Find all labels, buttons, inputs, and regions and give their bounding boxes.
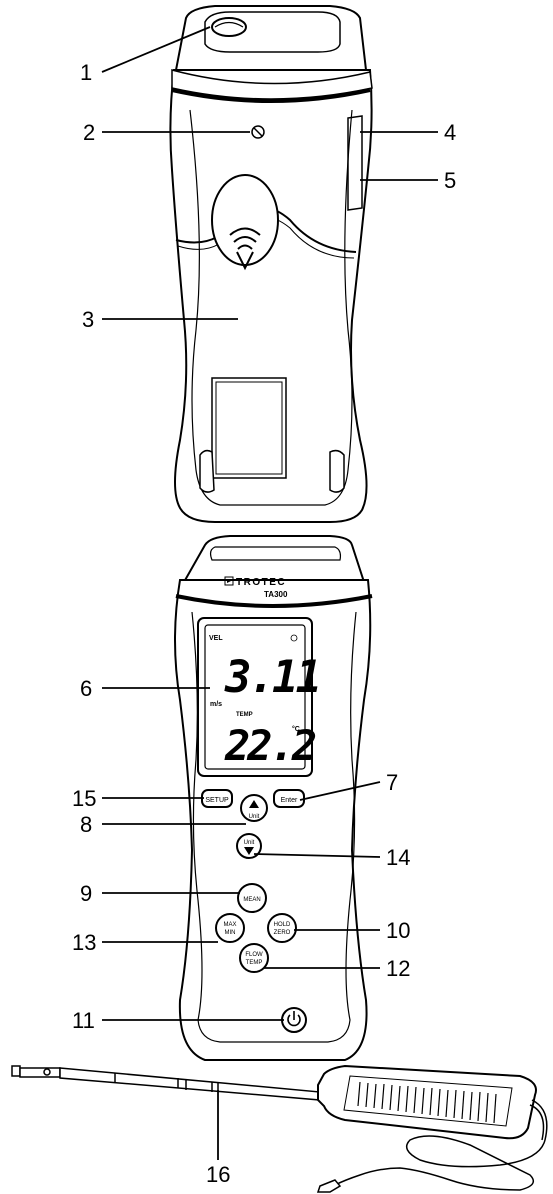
callout-5: 5 — [444, 168, 456, 193]
callout-3: 3 — [82, 307, 94, 332]
lcd-temperature-unit: °C — [292, 725, 300, 733]
callout-9: 9 — [80, 881, 92, 906]
unit-up-label: Unit — [249, 814, 260, 820]
callout-2: 2 — [83, 120, 95, 145]
brand-name: TROTEC — [236, 577, 286, 588]
hold-zero-label-1: HOLD — [274, 922, 291, 928]
callout-7: 7 — [386, 770, 398, 795]
setup-button[interactable]: SETUP — [201, 789, 233, 808]
callout-8: 8 — [80, 812, 92, 837]
enter-button[interactable]: Enter — [273, 789, 305, 808]
callout-1: 1 — [80, 60, 92, 85]
callout-16: 16 — [206, 1162, 230, 1187]
trotec-logo — [224, 576, 234, 586]
callout-10: 10 — [386, 918, 410, 943]
lcd-temperature-value: 22.2 — [224, 721, 316, 770]
hold-zero-button[interactable]: HOLD ZERO — [267, 913, 297, 943]
callout-14: 14 — [386, 845, 410, 870]
setup-button-label: SETUP — [205, 797, 229, 804]
power-button[interactable] — [281, 1007, 307, 1033]
callout-12: 12 — [386, 956, 410, 981]
flow-temp-button[interactable]: FLOW TEMP — [239, 943, 269, 973]
lcd-temp-label: TEMP — [236, 712, 253, 718]
unit-up-button[interactable]: Unit — [240, 794, 268, 822]
leader-lines-front — [102, 687, 381, 1021]
callout-15: 15 — [72, 786, 96, 811]
callout-4: 4 — [444, 120, 456, 145]
enter-button-label: Enter — [281, 797, 298, 804]
leader-lines-top — [101, 26, 438, 320]
flow-temp-label-1: FLOW — [245, 952, 263, 958]
unit-down-button[interactable]: Unit — [236, 833, 262, 859]
model-name: TA300 — [264, 590, 288, 599]
lcd-vel-label: VEL — [209, 635, 223, 642]
arrow-up-icon — [249, 800, 259, 808]
mean-button[interactable]: MEAN — [237, 883, 267, 913]
device-back-view — [169, 5, 373, 523]
lcd-velocity-unit: m/s — [210, 701, 222, 708]
lcd-velocity-value: 3.11 — [224, 652, 319, 703]
flow-temp-label-2: TEMP — [246, 960, 263, 966]
mean-button-label: MEAN — [243, 897, 260, 903]
callout-13: 13 — [72, 930, 96, 955]
lcd-alarm-icon — [290, 634, 298, 642]
power-icon — [287, 1011, 301, 1027]
max-min-label-2: MIN — [225, 930, 236, 936]
arrow-down-icon — [244, 847, 254, 855]
max-min-button[interactable]: MAX MIN — [215, 913, 245, 943]
unit-down-label: Unit — [244, 840, 255, 846]
max-min-label-1: MAX — [223, 922, 236, 928]
callout-11: 11 — [72, 1008, 95, 1033]
probe — [11, 1064, 548, 1193]
callout-6: 6 — [80, 676, 92, 701]
hold-zero-label-2: ZERO — [274, 930, 291, 936]
